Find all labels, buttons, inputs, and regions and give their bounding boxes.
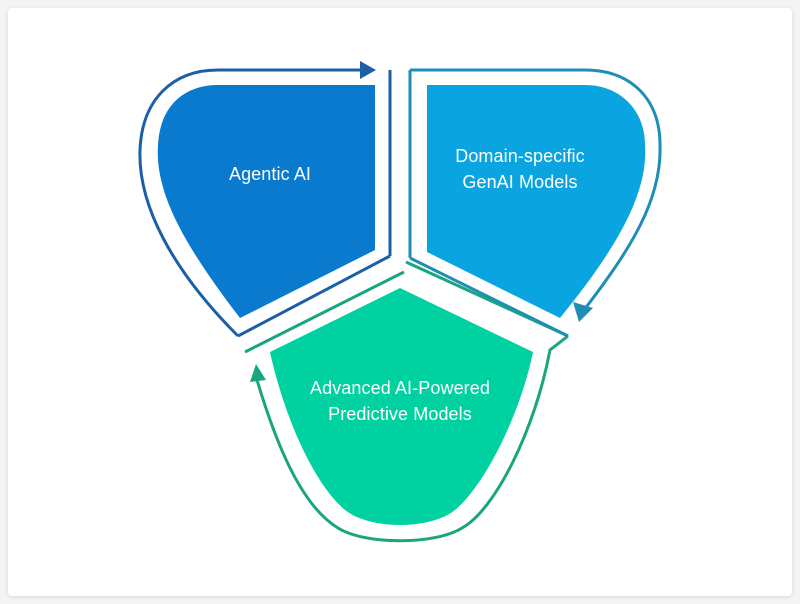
domain-label: Domain-specific GenAI Models xyxy=(420,143,620,195)
agentic-label-line1: Agentic AI xyxy=(228,164,312,184)
predictive-segment xyxy=(270,288,533,525)
agentic-segment xyxy=(157,85,375,318)
domain-arrowhead xyxy=(573,302,593,322)
predictive-label: Advanced AI-Powered Predictive Models xyxy=(275,375,525,427)
agentic-label: Agentic AI xyxy=(170,161,370,187)
domain-segment xyxy=(427,85,646,318)
predictive-arrow-top-left xyxy=(244,270,405,354)
domain-arrow xyxy=(410,68,662,311)
domain-arrow-bottom xyxy=(409,256,569,338)
agentic-arrowhead xyxy=(360,61,376,79)
predictive-label-line2: Predictive Models xyxy=(328,404,472,424)
domain-label-line2: GenAI Models xyxy=(462,172,578,192)
agentic-arrow xyxy=(138,68,362,338)
predictive-label-line1: Advanced AI-Powered xyxy=(309,378,490,398)
predictive-arrow xyxy=(255,334,569,543)
agentic-arrow-bottom xyxy=(237,254,391,338)
predictive-arrowhead xyxy=(250,364,266,382)
domain-label-line1: Domain-specific xyxy=(455,146,585,166)
